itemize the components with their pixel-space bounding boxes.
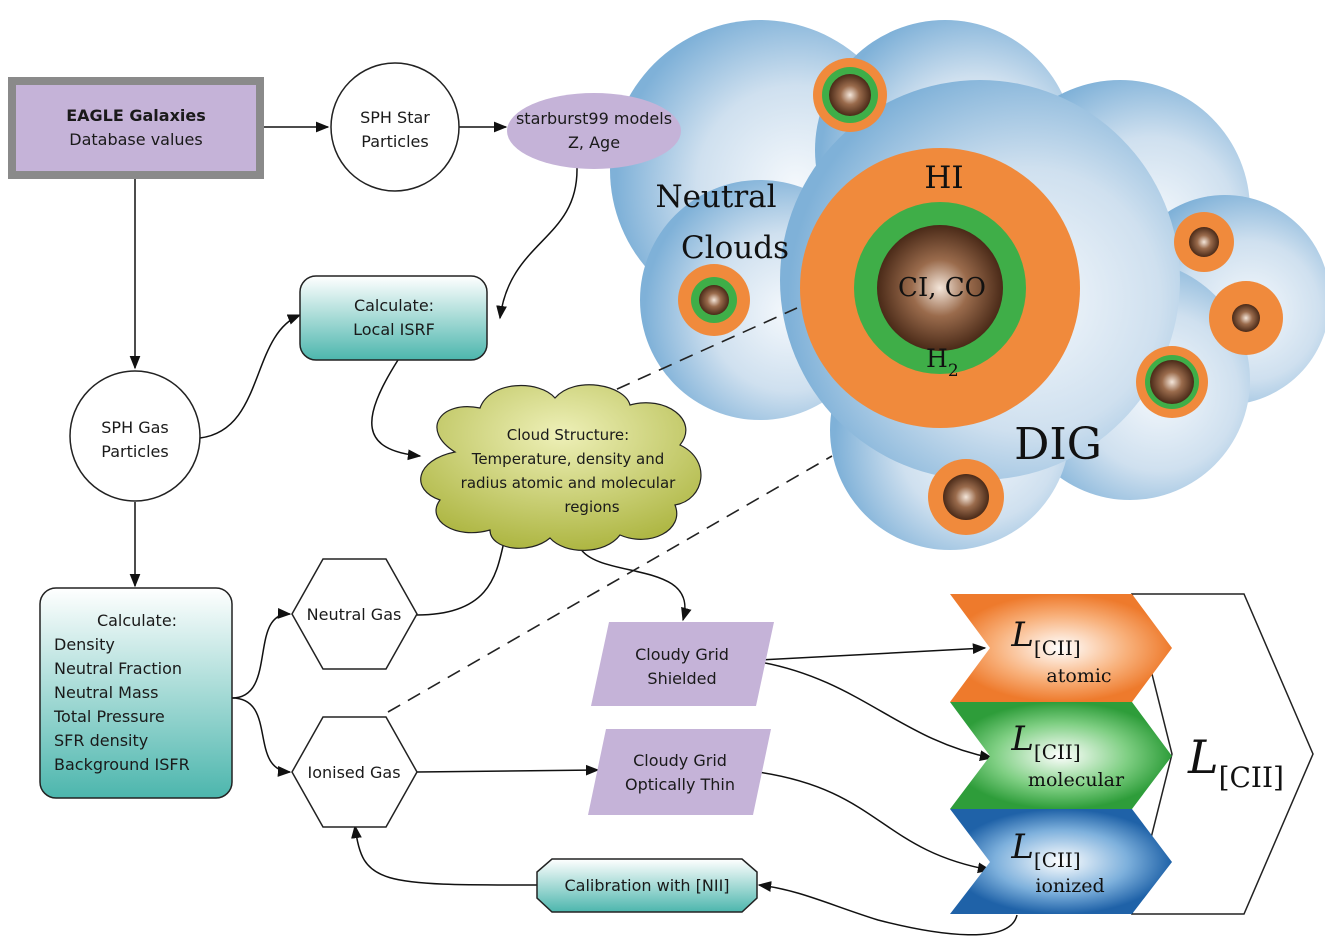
neutral-clouds-label-2: Clouds (681, 230, 789, 266)
svg-text:regions: regions (564, 498, 619, 516)
core-label: CI, CO (898, 273, 986, 303)
grid-thin-node: Cloudy Grid Optically Thin (588, 729, 771, 815)
svg-text:Particles: Particles (361, 132, 428, 151)
svg-text:Shielded: Shielded (647, 669, 716, 688)
eagle-title: EAGLE Galaxies (66, 106, 206, 125)
starburst-node: starburst99 models Z, Age (507, 93, 681, 169)
molecular-chevron: L[CII] molecular (950, 702, 1172, 809)
svg-text:L[CII]: L[CII] (1187, 730, 1284, 794)
grid-shielded-node: Cloudy Grid Shielded (591, 622, 774, 706)
svg-text:atomic: atomic (1046, 665, 1111, 687)
svg-text:Cloudy Grid: Cloudy Grid (633, 751, 727, 770)
neutral-clouds-label: Neutral (655, 179, 776, 215)
small-clumps (678, 58, 1283, 535)
calc-properties-node: Calculate: Density Neutral Fraction Neut… (39, 587, 233, 799)
atomic-chevron: L[CII] atomic (950, 594, 1172, 702)
total-luminosity-chevron: L[CII] (1131, 593, 1314, 915)
svg-text:Calibration with [NII]: Calibration with [NII] (564, 876, 729, 895)
svg-text:SPH Star: SPH Star (360, 108, 430, 127)
svg-text:molecular: molecular (1028, 769, 1125, 791)
dashed-guides (387, 307, 833, 713)
svg-text:starburst99 models: starburst99 models (516, 109, 672, 128)
h2-label: H2 (926, 344, 959, 381)
isrf-node: Calculate: Local ISRF (299, 275, 488, 361)
svg-text:radius atomic and molecular: radius atomic and molecular (461, 474, 676, 492)
eagle-box: EAGLE Galaxies Database values (8, 77, 264, 179)
svg-text:Local ISRF: Local ISRF (353, 320, 435, 339)
svg-text:Temperature, density and: Temperature, density and (471, 450, 665, 468)
eagle-subtitle: Database values (69, 130, 202, 149)
svg-text:ionized: ionized (1035, 875, 1104, 897)
ionised-gas-node: Ionised Gas (291, 716, 418, 828)
svg-text:Ionised Gas: Ionised Gas (307, 763, 400, 782)
svg-text:Cloudy Grid: Cloudy Grid (635, 645, 729, 664)
svg-text:L[CII]: L[CII] (1010, 827, 1080, 872)
star-particles-node: SPH Star Particles (330, 62, 460, 192)
svg-text:Neutral Gas: Neutral Gas (307, 605, 402, 624)
svg-text:Neutral Fraction: Neutral Fraction (54, 659, 182, 678)
svg-text:SFR density: SFR density (54, 731, 148, 750)
svg-text:Total Pressure: Total Pressure (53, 707, 165, 726)
svg-text:Background ISFR: Background ISFR (54, 755, 190, 774)
svg-text:L[CII]: L[CII] (1010, 719, 1080, 764)
cloud-structure-node: Cloud Structure: Temperature, density an… (420, 384, 702, 551)
svg-text:Calculate:: Calculate: (97, 611, 177, 630)
ionized-chevron: L[CII] ionized (950, 809, 1172, 914)
hi-label: HI (924, 160, 963, 196)
svg-text:Particles: Particles (101, 442, 168, 461)
svg-text:Calculate:: Calculate: (354, 296, 434, 315)
dig-label: DIG (1014, 419, 1102, 470)
gas-particles-node: SPH Gas Particles (69, 370, 201, 502)
svg-text:Neutral Mass: Neutral Mass (54, 683, 158, 702)
co-core (877, 225, 1003, 351)
svg-text:Density: Density (54, 635, 115, 654)
gas-cloud-illustration: Neutral Clouds HI CI, CO H2 DIG (610, 20, 1325, 550)
svg-text:Cloud Structure:: Cloud Structure: (507, 426, 629, 444)
calibration-node: Calibration with [NII] (536, 858, 758, 913)
neutral-gas-node: Neutral Gas (291, 558, 418, 670)
svg-text:SPH Gas: SPH Gas (101, 418, 168, 437)
svg-text:Optically Thin: Optically Thin (625, 775, 735, 794)
svg-text:L[CII]: L[CII] (1010, 615, 1080, 660)
svg-text:Z, Age: Z, Age (568, 133, 620, 152)
connectors (129, 121, 1018, 936)
